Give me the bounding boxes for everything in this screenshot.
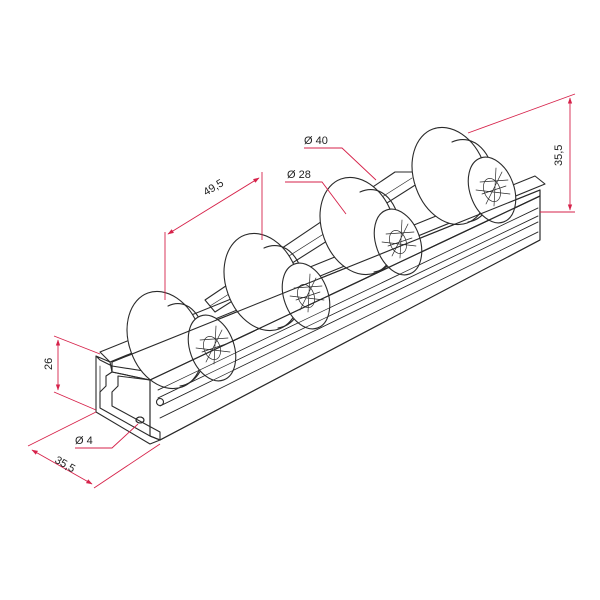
wheel-2 <box>223 232 331 332</box>
profile-width-label: 35,5 <box>53 454 78 475</box>
dim-pitch: 49,5 <box>164 172 263 300</box>
pitch-label: 49,5 <box>201 177 226 198</box>
total-height-label: 35,5 <box>553 145 565 166</box>
outer-diameter-label: Ø 40 <box>304 135 328 147</box>
end-hole-icon <box>155 397 165 407</box>
dim-hole-diameter: Ø 4 <box>75 423 139 449</box>
wheel-1 <box>126 290 237 390</box>
dim-profile-height: 26 <box>43 335 101 411</box>
dim-total-height: 35,5 <box>467 93 576 213</box>
dim-inner-diameter: Ø 28 <box>285 169 347 215</box>
hole-diameter-label: Ø 4 <box>75 435 93 447</box>
wheel-4 <box>411 126 517 226</box>
dim-profile-width: 35,5 <box>27 411 161 489</box>
wheel-3 <box>319 176 423 276</box>
inner-diameter-label: Ø 28 <box>287 169 311 181</box>
profile-height-label: 26 <box>43 358 55 370</box>
dim-outer-diameter: Ø 40 <box>304 135 377 181</box>
